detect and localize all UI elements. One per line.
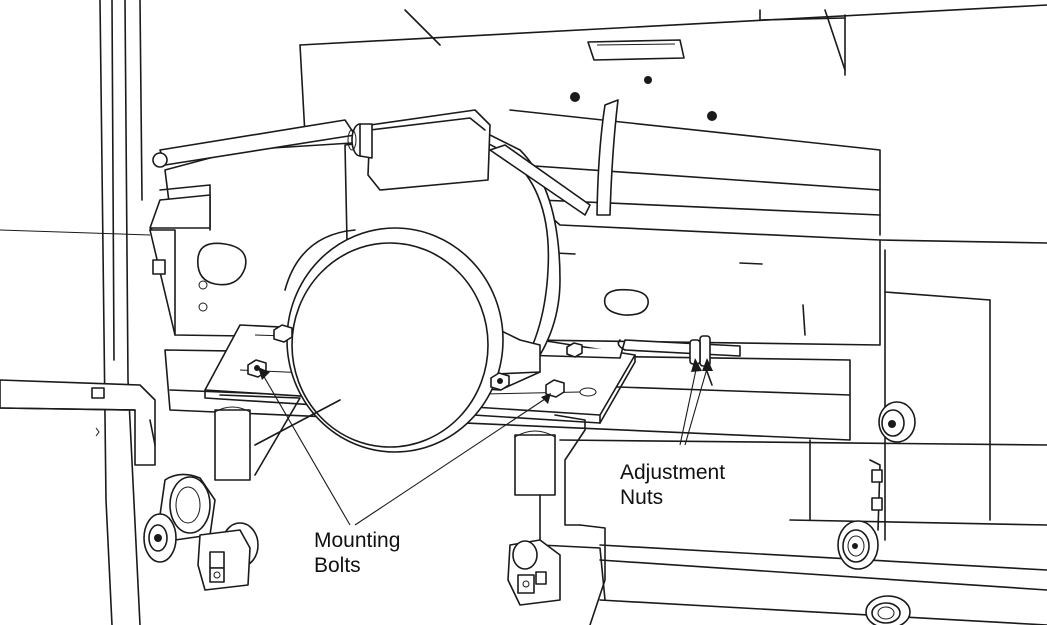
arrow-head-bolt-right — [541, 393, 551, 404]
adjustment-nuts-label: Adjustment Nuts — [620, 460, 725, 510]
mounting-bolts-label-line2: Bolts — [314, 554, 361, 577]
mounting-bolts-leader-lines — [258, 367, 551, 526]
left-frame-post — [0, 0, 151, 625]
electric-motor — [284, 109, 591, 453]
left-crossbar — [0, 379, 156, 466]
upper-hood-panel — [299, 4, 1047, 136]
mounting-bolt-2 — [490, 372, 510, 391]
mounting-bolt-4 — [273, 324, 293, 343]
hex-nut-rail — [566, 342, 583, 358]
right-upper-roller — [878, 401, 916, 443]
left-leg-support — [214, 394, 341, 481]
right-lower-roller — [837, 459, 883, 570]
mounting-bolts-label: Mounting Bolts — [314, 528, 400, 578]
arrow-head-nut-left — [691, 358, 702, 372]
center-roller-assembly — [507, 539, 561, 606]
left-support-arm — [149, 119, 356, 275]
bottom-roller — [865, 595, 911, 625]
arrow-head-nut-right — [702, 358, 713, 371]
center-leg-support — [514, 414, 606, 625]
adjustment-nuts-label-line1: Adjustment — [620, 461, 726, 484]
adjustment-nuts-leader-lines — [679, 358, 713, 446]
mounting-bolts-label-line1: Mounting — [314, 529, 401, 552]
arrow-head-bolt-left — [258, 367, 270, 380]
mounting-bolt-3 — [545, 379, 565, 398]
left-roller-assembly — [143, 473, 259, 591]
right-conveyor-frame — [559, 239, 1047, 625]
adjustment-nuts-label-line2: Nuts — [620, 486, 664, 509]
rear-guard-panel — [509, 76, 881, 236]
